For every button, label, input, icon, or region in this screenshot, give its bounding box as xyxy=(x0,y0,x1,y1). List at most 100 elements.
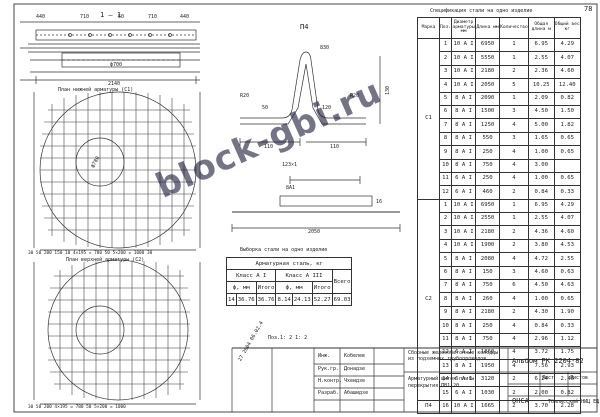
spec-cell: 8 А I xyxy=(451,279,477,294)
spec-cell: 4 xyxy=(438,78,453,93)
spec-cell: 3 xyxy=(438,64,453,80)
spec-cell: 4.53 xyxy=(553,238,581,254)
spec-cell: 10 А I xyxy=(451,225,477,240)
spec-cell: 550 xyxy=(475,131,501,147)
spec-cell: 1 xyxy=(438,37,453,53)
spec-cell: 1 xyxy=(499,37,529,53)
sel-value: 52.27 xyxy=(311,293,333,306)
spec-cell: 6 А I xyxy=(451,171,477,187)
spec-cell: 4.29 xyxy=(553,198,581,214)
sel-value: 8.14 xyxy=(275,293,293,306)
spec-cell: 4.36 xyxy=(527,225,555,240)
spec-cell: 750 xyxy=(475,279,501,294)
spec-cell: 2080 xyxy=(475,252,501,267)
spec-cell: 8 А I xyxy=(451,292,477,307)
top-dim-4: 710 xyxy=(148,14,158,20)
spec-mark: С1 xyxy=(417,38,440,200)
spec-col-header: Поз. xyxy=(438,17,453,39)
spec-cell: 4 xyxy=(499,158,529,173)
spec-cell: 4.29 xyxy=(553,37,581,53)
class-ai-label: Класс А I xyxy=(225,269,277,282)
spec-cell: 0.84 xyxy=(527,185,555,200)
spec-cell: 8 А I xyxy=(451,91,477,106)
spec-cell: 1.65 xyxy=(527,131,555,147)
bottom-dim-row-2: 30 50 200 4×195 = 780 50 5×200 = 1000 xyxy=(28,405,126,410)
spec-cell: 4 xyxy=(499,319,529,334)
spec-cell: 8 А I xyxy=(451,104,477,120)
spec-cell: 1 xyxy=(499,51,529,66)
spec-cell: 1.50 xyxy=(553,104,581,120)
spec-cell: 4.72 xyxy=(527,252,555,267)
spec-cell: 4.60 xyxy=(553,225,581,240)
spec-cell: 1900 xyxy=(475,238,501,254)
spec-cell: 9 xyxy=(438,305,453,321)
spec-cell: 1665 xyxy=(475,399,501,414)
sel-value: 14 xyxy=(226,293,237,306)
spec-cell: 2180 xyxy=(475,225,501,240)
spec-cell: 1.12 xyxy=(553,332,581,347)
role-2: Рук.гр. xyxy=(318,366,340,372)
spec-cell: 10 А I xyxy=(451,238,477,254)
detail-label: П4 xyxy=(300,23,309,31)
spec-cell: 2.28 xyxy=(553,399,581,414)
top-dim-2: 710 xyxy=(80,14,90,20)
spec-cell: 3 xyxy=(499,131,529,147)
spec-cell: 0.65 xyxy=(553,171,581,187)
spec-cell: 1 xyxy=(499,198,529,214)
spec-cell: 750 xyxy=(475,332,501,347)
spec-cell: 2 xyxy=(499,185,529,200)
spec-cell: 2.55 xyxy=(527,51,555,66)
spec-table-title: Спецификация стали на одно изделие xyxy=(430,8,533,14)
spec-cell: 7 xyxy=(438,118,453,133)
spec-cell: 2180 xyxy=(475,64,501,80)
doc-code: Альбом РК 2204-82 xyxy=(512,357,584,365)
spec-cell: 5 xyxy=(438,91,453,106)
spec-cell: 2 xyxy=(438,212,453,227)
detail-dim-50: 50 xyxy=(262,105,269,111)
spec-cell: 6 xyxy=(499,279,529,294)
spec-cell: 4.60 xyxy=(527,265,555,281)
sel-value: 69.03 xyxy=(331,293,353,306)
spec-cell: 12 xyxy=(438,185,453,200)
spec-cell: 4 xyxy=(438,238,453,254)
sel-value: 24.13 xyxy=(291,293,313,306)
diam-label: ф, мм xyxy=(226,281,257,294)
spec-cell: 1.90 xyxy=(553,305,581,321)
spec-cell: 1.00 xyxy=(527,171,555,187)
bar-dim-2050: 2050 xyxy=(308,229,321,235)
spec-cell xyxy=(553,158,581,173)
role-3: Н.контр. xyxy=(318,378,343,384)
spec-cell: 2 xyxy=(499,64,529,80)
spec-cell: 4 xyxy=(499,252,529,267)
plan-bottom-label: План нижней арматуры (С1) xyxy=(58,87,134,93)
spec-cell: 10 А I xyxy=(451,51,477,66)
bar-dim-123: 123×1 xyxy=(282,162,298,168)
class-aiii-label: Класс А III xyxy=(275,269,333,282)
name-4: Абашидзе xyxy=(344,390,369,396)
selection-title: Выборка стали на одно изделие xyxy=(240,247,328,253)
spec-cell: 2180 xyxy=(475,305,501,321)
detail-dim-r20b: R20 xyxy=(350,93,360,99)
spec-cell: 8 xyxy=(438,292,453,307)
spec-cell: 0.84 xyxy=(527,319,555,334)
spec-cell: 0.82 xyxy=(553,91,581,106)
spec-cell: 2.09 xyxy=(527,91,555,106)
spec-cell: 5 xyxy=(438,252,453,267)
spec-cell: 250 xyxy=(475,171,501,187)
spec-cell: 5 xyxy=(499,78,529,93)
spec-mark: П4 xyxy=(417,399,440,414)
spec-mark: С2 xyxy=(417,198,440,401)
circle-diameter: ф700 xyxy=(110,62,123,68)
spec-cell: 8 А I xyxy=(451,332,477,347)
spec-cell: 2.36 xyxy=(527,64,555,80)
